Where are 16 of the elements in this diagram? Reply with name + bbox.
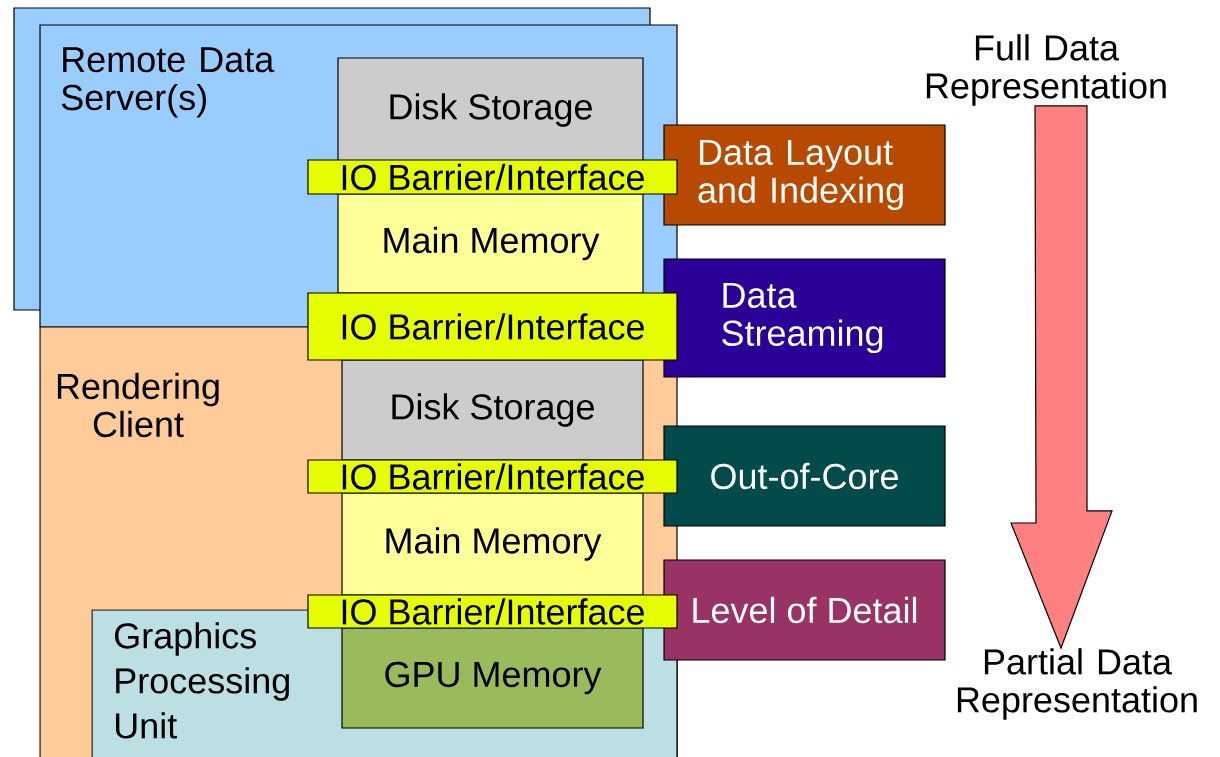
technique-box: Level of Detail [663,559,946,661]
storage-block: Disk Storage [337,57,644,163]
memory-block: GPU Memory [341,627,644,729]
interface-bar: IO Barrier/Interface [307,459,678,494]
block-arrow [1010,105,1113,650]
heading-text: Full Data Representation [926,34,1166,106]
memory-block: Main Memory [341,492,644,596]
storage-block: Disk Storage [341,359,644,461]
heading-text: Partial Data Representation [957,648,1197,720]
interface-bar: IO Barrier/Interface [307,159,678,195]
interface-bar: IO Barrier/Interface [307,594,678,629]
memory-block: Main Memory [337,193,644,294]
technique-box: Data Layout and Indexing [663,124,946,226]
technique-box: Out-of-Core [663,425,946,527]
technique-box: Data Streaming [663,258,946,378]
interface-bar: IO Barrier/Interface [307,292,678,361]
